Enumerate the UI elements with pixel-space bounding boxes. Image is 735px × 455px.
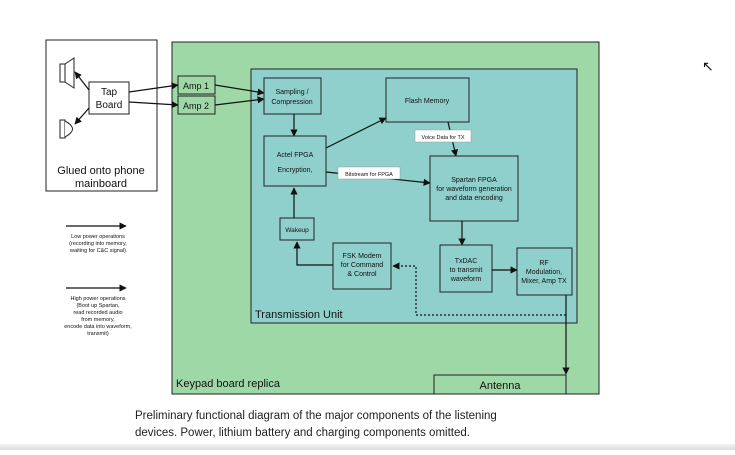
bitstream-label: Bitstream for FPGA (345, 172, 393, 178)
rf-label-line3: Mixer, Amp TX (521, 278, 567, 285)
fsk-label-line3: & Control (347, 271, 377, 278)
bitstream-tag (337, 166, 401, 180)
phone-mainboard-label-line2: mainboard (75, 178, 127, 190)
rf-label-line2: Modulation, (526, 269, 562, 276)
figure-caption: Preliminary functional diagram of the ma… (135, 408, 605, 442)
txdac-label-line3: waveform (450, 276, 482, 283)
amp2-label: Amp 2 (183, 101, 209, 111)
rf-box (516, 247, 573, 296)
txdac-label-line1: TxDAC (455, 258, 478, 265)
tap-board-label-line1: Tap (101, 87, 118, 98)
fsk-to-wakeup-arrow (293, 241, 333, 266)
mouse-pointer-icon: ↖ (702, 58, 714, 74)
antenna-label: Antenna (480, 380, 522, 392)
tap-board-box (88, 81, 130, 115)
legend-high-power-line5: encode data into waveform, (64, 324, 132, 330)
txdac-box (439, 244, 493, 293)
microphone-icon (59, 119, 73, 139)
legend-high-power-line6: transmit) (87, 331, 109, 337)
tap-to-amp1-arrow (128, 82, 179, 93)
flash-memory-label: Flash Memory (405, 98, 450, 105)
legend-high-power-line1: High power operations (70, 296, 125, 302)
phone-mainboard-label-line1: Glued onto phone (57, 165, 144, 177)
keypad-board-label: Keypad board replica (176, 378, 281, 390)
amp2-to-sampling-arrow (214, 96, 265, 106)
sampling-label-line2: Compression (271, 99, 312, 106)
wakeup-box (279, 217, 315, 241)
flash-memory-box (385, 77, 470, 123)
bottom-strip (0, 444, 735, 450)
tap-to-amp2-arrow (128, 101, 179, 109)
rf-label-line1: RF (539, 260, 548, 267)
voice-data-tag (414, 129, 472, 143)
caption-line2: devices. Power, lithium battery and char… (135, 427, 470, 439)
legend-low-power-line3: waiting for C&C signal) (69, 248, 126, 254)
spartan-label-line3: and data encoding (445, 195, 503, 202)
transmission-unit-label: Transmission Unit (255, 309, 343, 321)
speaker-icon (59, 57, 75, 89)
wakeup-label: Wakeup (285, 227, 309, 234)
sampling-label-line1: Sampling / (275, 89, 308, 96)
legend-low-power-line2: (recording into memory, (69, 241, 127, 247)
legend-high-power-line4: from memory, (81, 317, 115, 323)
spartan-fpga-box (429, 155, 519, 222)
legend-high-power-line3: read recorded audio (73, 310, 122, 316)
tap-board-label-line2: Board (96, 100, 123, 111)
fsk-label-line2: for Command (341, 262, 384, 269)
spartan-label-line2: for waveform generation (436, 186, 512, 193)
actel-label-line2: Encryption, (277, 167, 312, 174)
legend-low-power-line1: Low power operations (71, 234, 125, 240)
sampling-compression-box (263, 77, 322, 115)
fsk-modem-box (332, 242, 392, 290)
voice-data-label: Voice Data for TX (421, 135, 464, 141)
spartan-label-line1: Spartan FPGA (451, 177, 497, 184)
legend-high-power-line2: (Boot up Spartan, (76, 303, 120, 309)
amp1-label: Amp 1 (183, 81, 209, 91)
actel-fpga-box (263, 135, 327, 187)
actel-to-flash-arrow (325, 117, 387, 149)
actel-label-line1: Actel FPGA (277, 152, 314, 159)
txdac-label-line2: to transmit (450, 267, 483, 274)
antenna-box (433, 374, 567, 395)
amp1-to-sampling-arrow (214, 84, 265, 96)
caption-line1: Preliminary functional diagram of the ma… (135, 410, 497, 422)
tap-to-mic-line (74, 107, 90, 125)
tap-to-speaker-line (74, 71, 90, 91)
fsk-label-line1: FSK Modem (343, 253, 382, 260)
